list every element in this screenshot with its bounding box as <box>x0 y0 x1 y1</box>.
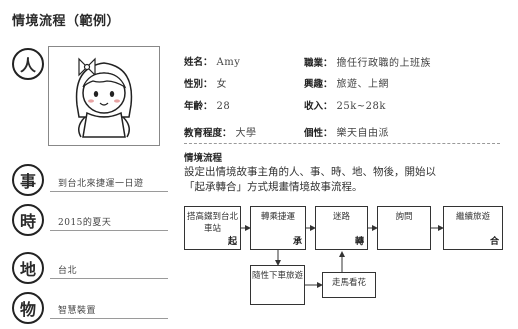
flow-box-text: 繼續旅遊 <box>455 212 490 222</box>
flow-box-sightseeing: 走馬看花 <box>322 272 376 298</box>
flow-box-continue: 繼續旅遊 合 <box>443 206 503 250</box>
profile-education: 教育程度：大學 <box>184 124 257 139</box>
profile-personality: 個性：樂天自由派 <box>304 124 389 139</box>
person-badge: 人 <box>12 48 44 80</box>
age-label: 年齡： <box>184 101 213 112</box>
flow-box-tag: 合 <box>489 237 499 247</box>
flow-box-text: 迷路 <box>332 212 350 222</box>
flow-box-ask: 詢問 <box>377 206 431 250</box>
job-value: 擔任行政職的上班族 <box>336 58 432 69</box>
age-value: 28 <box>216 101 231 112</box>
flow-box-text: 走馬看花 <box>331 278 366 288</box>
flow-box-tag: 承 <box>292 237 302 247</box>
divider <box>184 143 500 144</box>
education-label: 教育程度： <box>184 128 232 139</box>
flow-box-tag: 起 <box>227 237 237 247</box>
object-underline <box>50 318 168 319</box>
time-underline <box>50 230 168 231</box>
place-underline <box>50 278 168 279</box>
avatar <box>48 46 160 146</box>
job-label: 職業： <box>304 58 333 69</box>
event-badge: 事 <box>12 164 44 196</box>
profile-job: 職業：擔任行政職的上班族 <box>304 54 431 69</box>
flow-box-text: 隨性下車旅遊 <box>251 271 303 281</box>
object-badge: 物 <box>12 292 44 324</box>
flow-heading: 情境流程 <box>184 153 223 164</box>
name-value: Amy <box>216 57 241 68</box>
personality-value: 樂天自由派 <box>336 128 390 139</box>
gender-label: 性別： <box>184 79 213 90</box>
income-value: 25k~28k <box>336 101 386 112</box>
income-label: 收入： <box>304 101 333 112</box>
personality-label: 個性： <box>304 128 333 139</box>
profile-interest: 興趣：旅遊、上網 <box>304 75 389 90</box>
name-label: 姓名： <box>184 57 213 68</box>
flow-box-text: 轉乘捷運 <box>260 212 295 222</box>
flow-box-tag: 轉 <box>354 237 364 247</box>
education-value: 大學 <box>235 128 257 139</box>
flow-box-transfer: 轉乘捷運 承 <box>250 206 306 250</box>
flow-description: 設定出情境故事主角的人、事、時、地、物後，開始以「起承轉合」方式規畫情境故事流程… <box>184 166 436 193</box>
time-badge: 時 <box>12 204 44 236</box>
place-value: 台北 <box>58 266 78 276</box>
flow-box-start: 搭高鐵到台北車站 起 <box>184 206 241 250</box>
profile-age: 年齡：28 <box>184 98 230 112</box>
profile-name: 姓名：Amy <box>184 54 240 68</box>
flow-box-text: 詢問 <box>395 212 413 222</box>
place-badge: 地 <box>12 252 44 284</box>
time-value: 2015的夏天 <box>58 218 112 228</box>
event-value: 到台北來捷運一日遊 <box>58 179 144 189</box>
event-underline <box>50 191 168 192</box>
girl-illustration-icon <box>75 57 133 138</box>
interest-value: 旅遊、上網 <box>336 79 390 90</box>
profile-gender: 性別：女 <box>184 75 227 90</box>
page-title: 情境流程（範例） <box>12 14 121 29</box>
flow-box-random-stop: 隨性下車旅遊 <box>250 265 305 305</box>
interest-label: 興趣： <box>304 79 333 90</box>
gender-value: 女 <box>216 79 228 90</box>
flow-box-lost: 迷路 轉 <box>315 206 368 250</box>
flow-box-text: 搭高鐵到台北車站 <box>186 212 238 234</box>
object-value: 智慧裝置 <box>58 306 97 316</box>
profile-income: 收入：25k~28k <box>304 98 386 112</box>
